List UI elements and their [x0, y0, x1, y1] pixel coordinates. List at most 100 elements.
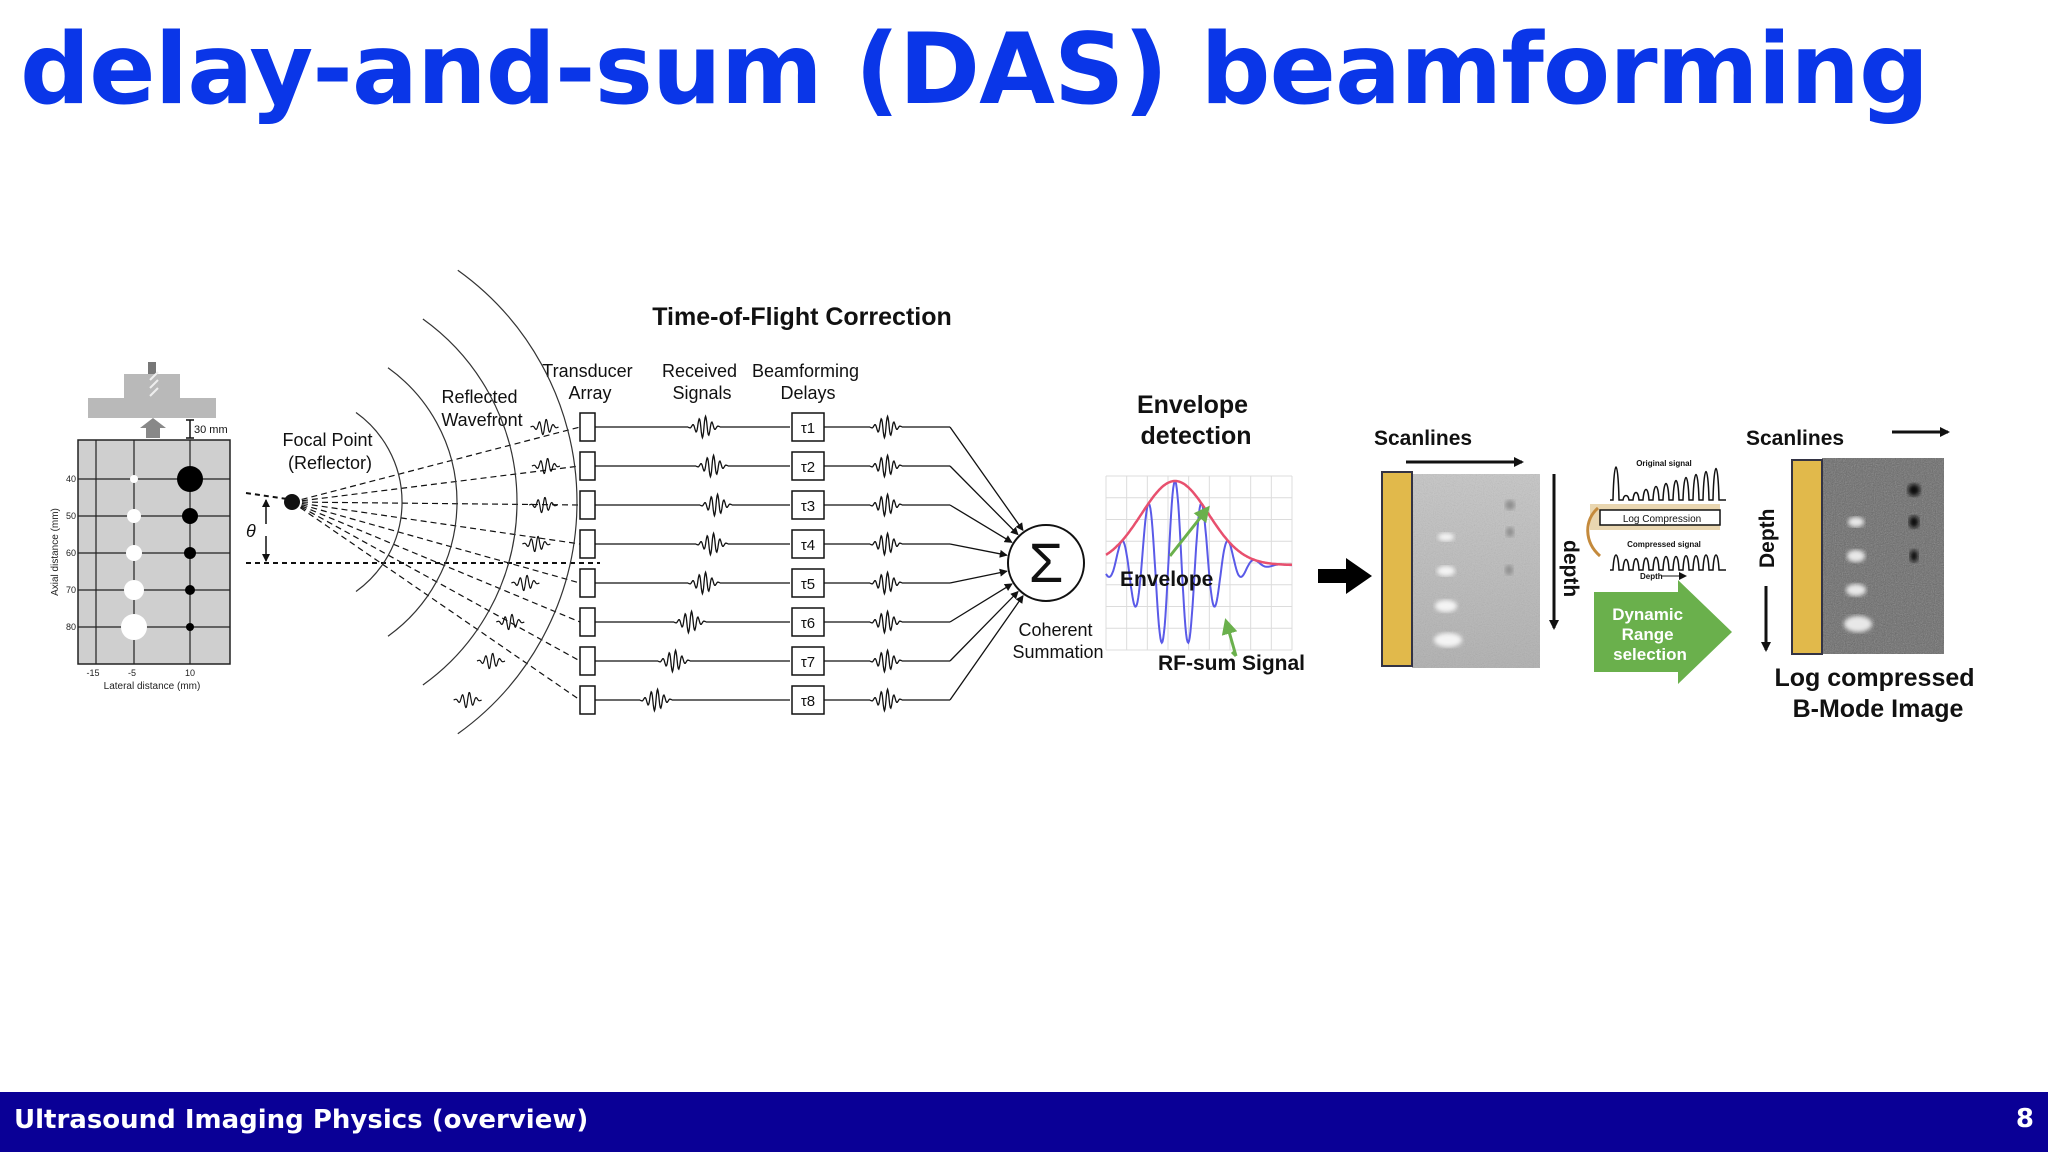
phantom-y-tick: 80 [66, 622, 76, 632]
compressed-signal-wave [1610, 554, 1726, 571]
wavefront-wavelet [476, 652, 506, 670]
summation-line [949, 594, 1024, 701]
bmode-scanlines-title: Scanlines [1746, 427, 1844, 450]
transducer-element [579, 646, 596, 676]
phantom-target-bright [124, 580, 144, 600]
probe-gap-label: 30 mm [194, 424, 228, 436]
transducer-element [579, 490, 596, 520]
phantom-frame [77, 439, 231, 665]
scanline-bright-reflector [1434, 633, 1462, 647]
phantom-target-dark [182, 508, 198, 524]
wavefront-wavelet [531, 457, 561, 475]
phantom-y-tick: 40 [66, 474, 76, 484]
summation-line [949, 465, 1019, 536]
bmode-depth-label: Depth [1756, 509, 1779, 569]
footer-title: Ultrasound Imaging Physics (overview) [14, 1105, 589, 1135]
scanlines-title: Scanlines [1374, 427, 1472, 450]
delay-box [791, 451, 825, 481]
envelope-curve [1105, 479, 1292, 567]
wavefront-wavelet [496, 613, 525, 631]
delay-symbol: τ7 [801, 654, 815, 671]
summation-line [949, 568, 1008, 584]
coherent-summation-label: Coherent Summation [1012, 620, 1103, 662]
phantom-x-axis-label: Lateral distance (mm) [104, 681, 201, 692]
phantom-target-dark [184, 547, 196, 559]
log-compression-panel: Original signal Log Compression Compress… [1586, 459, 1732, 684]
aligned-signal-wave [869, 492, 903, 518]
tof-ray [291, 465, 581, 503]
delay-symbol: τ2 [801, 459, 815, 476]
summation-line [949, 590, 1019, 662]
bmode-bright-reflector [1844, 616, 1872, 632]
bmode-dark-reflector [1910, 550, 1918, 562]
slide-title: delay-and-sum (DAS) beamforming [20, 13, 1929, 127]
envelope-panel: Envelope detection Envelope RF-sum Signa… [1105, 391, 1305, 675]
wavefront-arc [387, 367, 458, 637]
aligned-signal-wave [869, 414, 903, 440]
log-compression-box [1599, 509, 1721, 526]
big-right-arrow-icon [1318, 558, 1372, 594]
wavefront-wavelet [453, 691, 482, 709]
transducer-array-label: Transducer Array [542, 361, 637, 403]
bmode-reflectors [1844, 484, 1920, 632]
phantom-target-dark [185, 585, 195, 595]
wavefront-wavelet [528, 496, 558, 514]
bmode-bright-reflector [1846, 584, 1866, 596]
theta-symbol: θ [246, 521, 256, 541]
received-signal-wave [657, 648, 691, 674]
summation-line [949, 543, 1008, 558]
received-signal-wave [687, 570, 721, 596]
log-curve-arrow-icon [1586, 506, 1602, 558]
phantom-target-bright [127, 509, 141, 523]
reflected-wavefront-arcs [355, 269, 578, 735]
scanline-bright-reflector [1437, 566, 1455, 576]
received-signals-label: Received Signals [662, 361, 742, 403]
received-signal-wave [639, 687, 673, 713]
delay-box [791, 529, 825, 559]
received-signal-wave [687, 414, 721, 440]
bmode-panel: Scanlines Depth Log compressed B-Mode Im… [1746, 427, 1975, 723]
scanline-dark-reflector [1505, 565, 1513, 575]
received-signal-wave [695, 531, 729, 557]
phantom-x-tick: 10 [185, 668, 195, 678]
log-depth-label: Depth [1640, 572, 1663, 581]
probe-icon [88, 362, 216, 418]
original-signal-wave [1610, 466, 1726, 501]
aligned-signal-wave [869, 570, 903, 596]
compressed-signal-label: Compressed signal [1627, 540, 1701, 549]
scanline-dark-reflector [1506, 527, 1514, 537]
probe-up-arrow-icon [140, 418, 166, 438]
bmode-dark-reflector [1909, 516, 1919, 528]
bmode-dark-reflector [1908, 484, 1920, 496]
dynamic-range-arrow-icon [1594, 580, 1732, 684]
scanline-bright-reflector [1435, 600, 1457, 612]
phantom-target-bright [130, 475, 138, 483]
summation-line [949, 504, 1013, 543]
phantom-x-tick: -15 [86, 668, 99, 678]
wavefront-wavelet [511, 574, 540, 592]
aligned-signal-wave [869, 531, 903, 557]
wavefront-wavelet [522, 535, 551, 553]
received-signal-wave [699, 492, 733, 518]
original-signal-label: Original signal [1636, 459, 1692, 468]
wavefront-arc [457, 269, 578, 735]
aligned-signal-wave [869, 687, 903, 713]
delay-box [791, 607, 825, 637]
scanline-bright-reflector [1438, 533, 1454, 541]
phantom-target-dark [177, 466, 203, 492]
tof-ray [291, 501, 581, 623]
phantom-grid [78, 440, 230, 664]
wavefront-wavelet [530, 418, 559, 436]
transducer-element [579, 568, 596, 598]
tof-ray [291, 501, 581, 545]
delay-symbol: τ8 [801, 693, 815, 710]
envelope-label: Envelope [1120, 568, 1213, 591]
received-signal-wave [695, 453, 729, 479]
envelope-pointer-arrow [1168, 505, 1210, 557]
transducer-element [579, 529, 596, 559]
aligned-signal-wave [869, 609, 903, 635]
dynamic-range-label: Dynamic Range selection [1612, 605, 1688, 664]
phantom-y-tick: 70 [66, 585, 76, 595]
